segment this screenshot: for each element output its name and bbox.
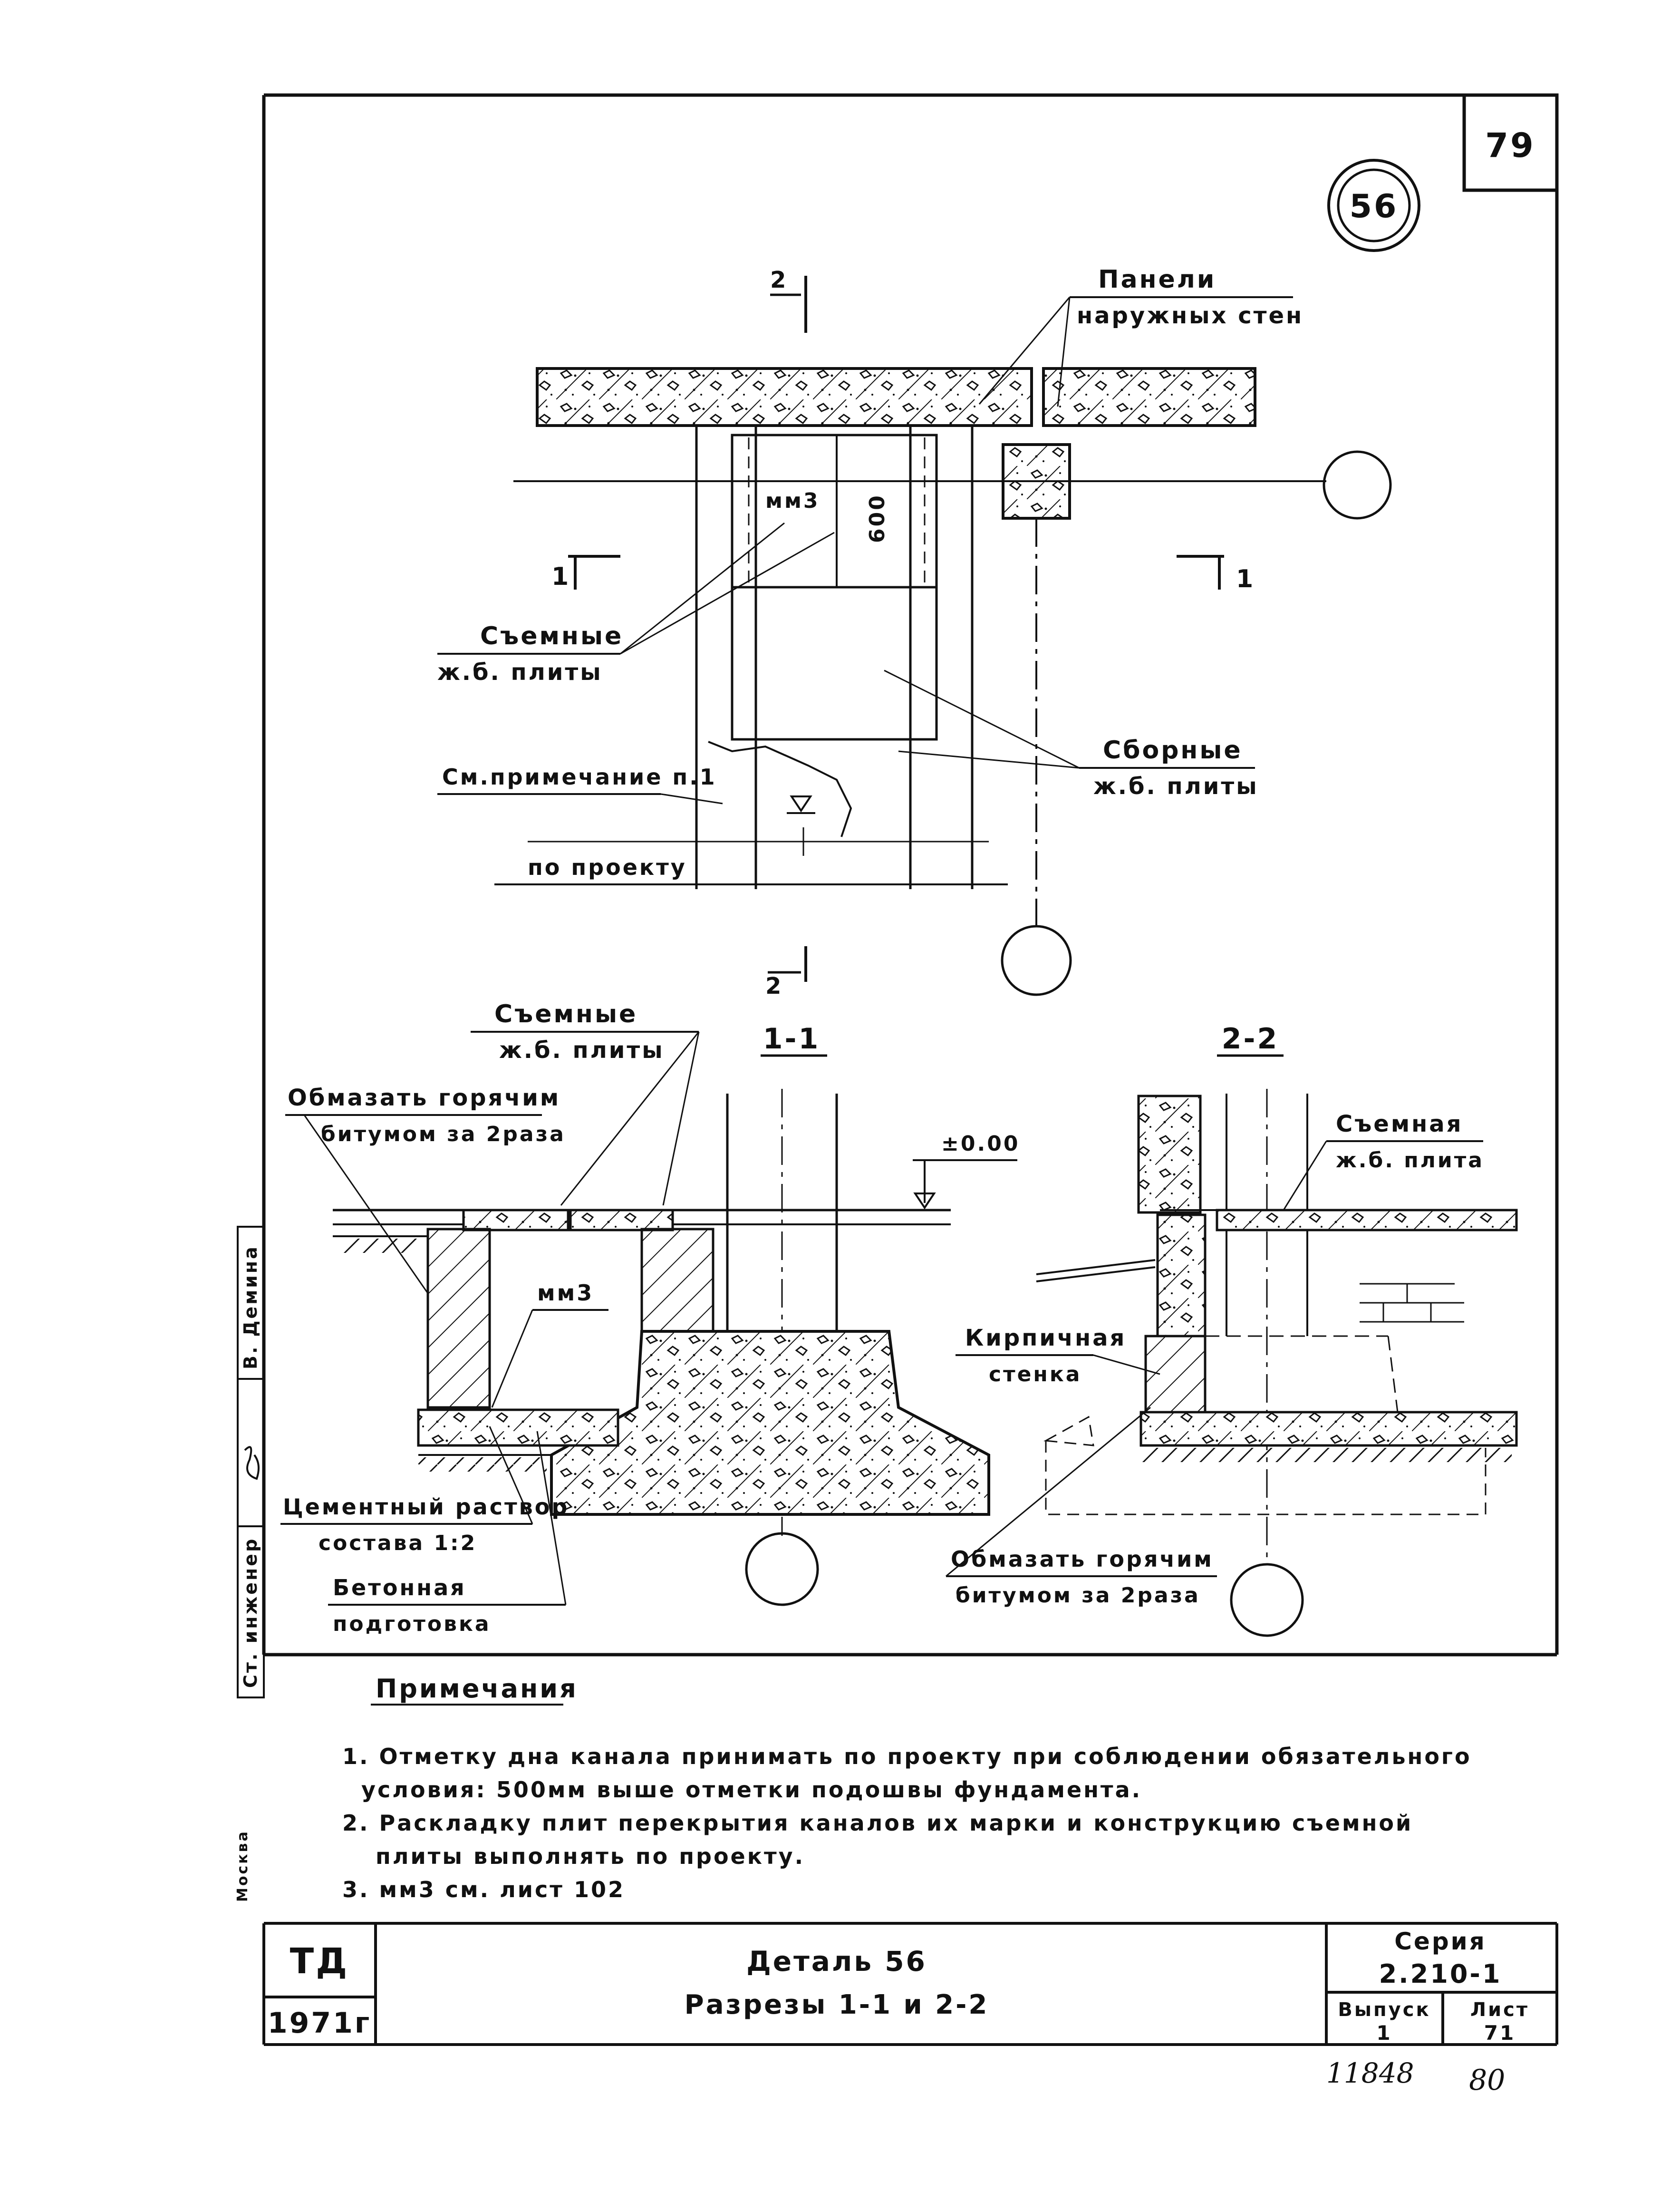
section-2-2-coat-2: битумом за 2раза (956, 1583, 1200, 1608)
sheet-corner-number: 79 (1485, 126, 1535, 165)
section-1-1-mortar-1: Цементный раствор (283, 1494, 569, 1520)
notes-line-3: 2. Раскладку плит перекрытия каналов их … (342, 1810, 1413, 1836)
cut-1-left: 1 (551, 562, 570, 591)
notes-block: Примечания 1. Отметку дна канала принима… (342, 1674, 1472, 1902)
title-block-year: 1971г (268, 2007, 371, 2040)
section-1-1-concrete-2: подготовка (333, 1612, 491, 1636)
plan-removable-label-1: Съемные (480, 622, 623, 650)
section-1-1-coat-1: Обмазать горячим (288, 1085, 560, 1111)
side-stamp-name: В. Демина (240, 1245, 261, 1369)
plan-note-ref: См.примечание п.1 (442, 764, 717, 790)
section-1-1-axis-bubble (745, 1532, 819, 1606)
notes-line-5: 3. мм3 см. лист 102 (342, 1877, 625, 1902)
plan-precast-label-1: Сборные (1103, 736, 1243, 765)
title-block-sheet-label: Лист (1470, 1999, 1529, 2021)
plan-removable-label-2: ж.б. плиты (437, 659, 603, 686)
cut-2-bottom: 2 (765, 973, 783, 999)
wall-panel-right (1042, 367, 1256, 427)
title-block-org: ТД (290, 1941, 349, 1982)
title-block-title-2: Разрезы 1-1 и 2-2 (685, 1989, 989, 2020)
handwritten-number-1: 11848 (1326, 2057, 1414, 2089)
plan-precast-label-2: ж.б. плиты (1093, 773, 1259, 800)
section-2-2-brick-2: стенка (989, 1362, 1081, 1386)
section-1-1-slab-right (569, 1209, 674, 1231)
signature-mark (244, 1446, 260, 1480)
title-block-issue-label: Выпуск (1338, 1999, 1430, 2021)
wall-panel-left (536, 367, 1033, 427)
section-1-1-wall-right (640, 1228, 714, 1335)
section-1-1-removable-1: Съемные (494, 1000, 637, 1028)
title-block-series-label: Серия (1394, 1928, 1487, 1955)
notes-line-2: условия: 500мм выше отметки подошвы фунд… (361, 1777, 1142, 1803)
handwritten-number-2: 80 (1469, 2064, 1505, 2097)
section-2-2-brick-wall (1144, 1335, 1207, 1414)
plan-by-project: по проекту (528, 854, 687, 880)
side-stamp: В. Демина Ст. инженер Москва (234, 1226, 265, 1902)
axis-bubble-bottom (1001, 925, 1072, 996)
section-1-1-coat-2: битумом за 2раза (321, 1122, 566, 1146)
notes-line-4: плиты выполнять по проекту. (376, 1843, 805, 1869)
section-2-2-title: 2-2 (1222, 1022, 1279, 1056)
plan-view: мм3 600 2 2 1 1 Панели наружных стен (437, 265, 1392, 999)
detail-marker-circle: 56 (1327, 159, 1420, 252)
section-2-2: 2-2 Съемная ж (946, 1022, 1518, 1637)
notes-line-1: 1. Отметку дна канала принимать по проек… (342, 1744, 1472, 1769)
section-2-2-removable-1: Съемная (1336, 1111, 1463, 1137)
title-block-series-value: 2.210-1 (1379, 1959, 1502, 1989)
side-stamp-role: Ст. инженер (240, 1537, 261, 1688)
axis-bubble-right (1323, 450, 1392, 520)
title-block-title-1: Деталь 56 (746, 1945, 927, 1978)
section-2-2-slab (1216, 1209, 1518, 1231)
cut-1-right: 1 (1236, 565, 1255, 593)
section-1-1-mm3: мм3 (537, 1280, 594, 1306)
section-1-1-removable-2: ж.б. плиты (499, 1037, 665, 1064)
section-2-2-base-slab (1139, 1411, 1518, 1447)
cut-2-top: 2 (770, 267, 788, 293)
detail-marker-number: 56 (1350, 188, 1399, 225)
plan-dim-600: 600 (865, 494, 889, 543)
section-1-1-slab-left (462, 1209, 570, 1231)
section-2-2-column (1156, 1213, 1207, 1338)
section-1-1-concrete-prep (417, 1408, 619, 1447)
section-2-2-removable-2: ж.б. плита (1336, 1148, 1484, 1173)
side-text: Москва (234, 1830, 251, 1902)
title-block (262, 1922, 1558, 2046)
section-2-2-brick-1: Кирпичная (965, 1325, 1126, 1351)
section-1-1: 1-1 ±0.00 мм3 Съемные (280, 1000, 1020, 1636)
section-2-2-axis-bubble (1230, 1563, 1304, 1637)
section-1-1-level: ±0.00 (941, 1132, 1020, 1156)
section-2-2-coat-1: Обмазать горячим (951, 1546, 1214, 1572)
notes-title: Примечания (376, 1674, 578, 1704)
plan-panels-label-2: наружных стен (1077, 302, 1303, 329)
section-1-1-mortar-2: состава 1:2 (319, 1531, 477, 1555)
title-block-issue-value: 1 (1376, 2021, 1392, 2045)
section-2-2-wall-panel (1137, 1095, 1202, 1214)
section-1-1-wall-left (426, 1228, 491, 1409)
title-block-sheet-value: 71 (1484, 2021, 1516, 2045)
plan-mm3-label: мм3 (765, 489, 820, 513)
plan-panels-label-1: Панели (1098, 265, 1216, 294)
section-1-1-concrete-1: Бетонная (333, 1575, 466, 1600)
section-1-1-title: 1-1 (763, 1022, 820, 1056)
